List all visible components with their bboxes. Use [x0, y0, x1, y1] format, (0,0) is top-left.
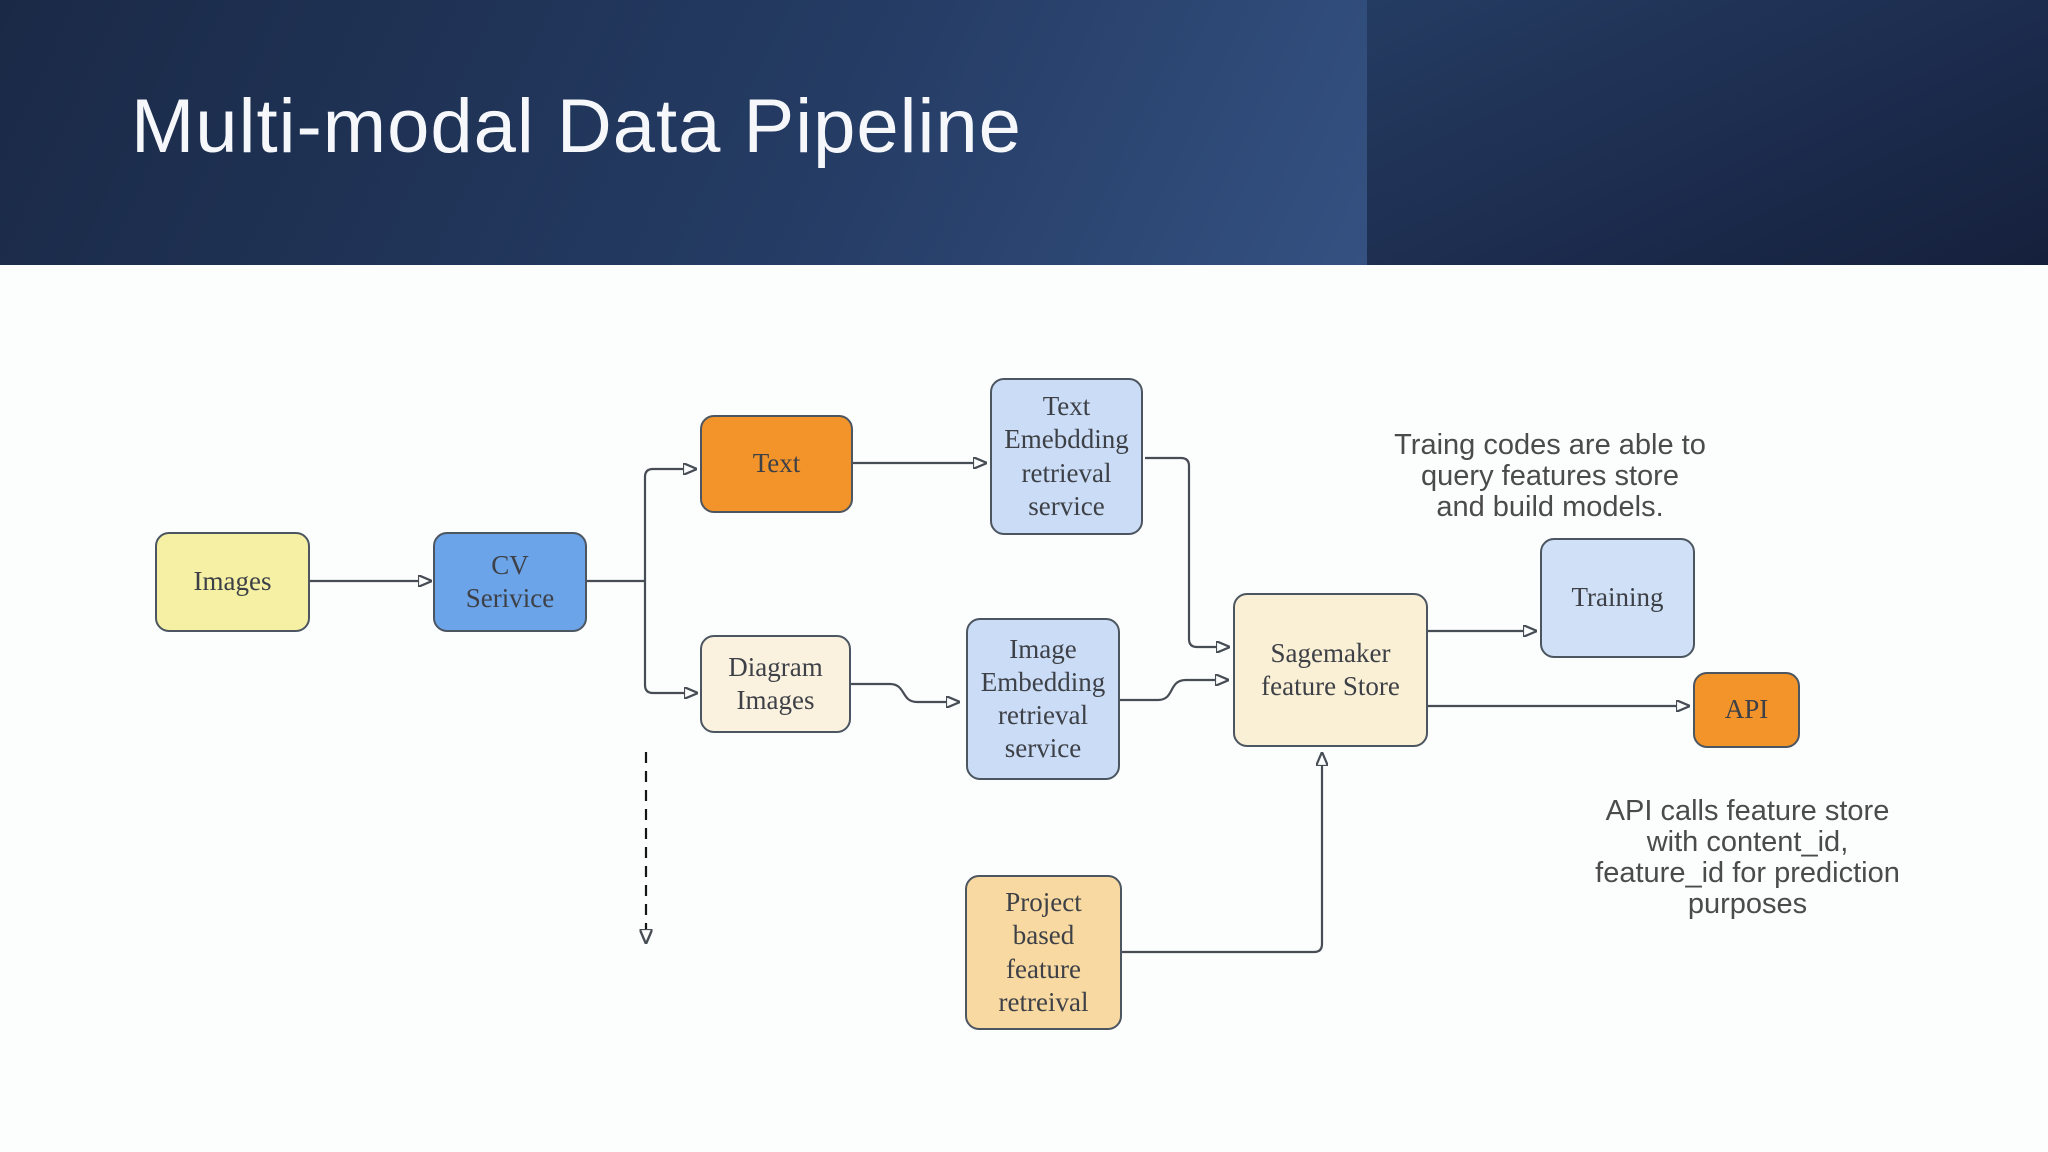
node-text: Text	[700, 415, 853, 513]
node-diagram-images: Diagram Images	[700, 635, 851, 733]
header-gradient-right	[1367, 0, 2048, 265]
slide-title: Multi-modal Data Pipeline	[131, 84, 1022, 169]
edge-diagram-images-to-image-embedding	[851, 682, 947, 702]
node-images-label: Images	[193, 566, 272, 597]
node-text-embedding-service: Text Emebdding retrieval service	[990, 378, 1143, 535]
node-text-embedding-service-label: Text Emebdding retrieval service	[1004, 391, 1129, 521]
node-cv-service: CV Serivice	[433, 532, 587, 632]
annotation-api-note: API calls feature store with content_id,…	[1595, 795, 1900, 920]
node-api-label: API	[1724, 694, 1769, 725]
edge-text-embedding-to-sagemaker	[1145, 456, 1217, 647]
annotation-training-note: Traing codes are able to query features …	[1394, 429, 1706, 523]
edge-image-embedding-to-sagemaker	[1120, 680, 1216, 702]
node-cv-service-label: CV Serivice	[465, 549, 555, 613]
node-training-label: Training	[1571, 582, 1664, 613]
edge-branch-to-diagram-images	[643, 581, 685, 693]
node-project-feature-retrieval-label: Project based feature retreival	[998, 887, 1089, 1017]
node-training: Training	[1540, 538, 1695, 658]
node-image-embedding-service-label: Image Embedding retrieval service	[980, 633, 1106, 764]
node-diagram-images-label: Diagram Images	[728, 651, 823, 715]
node-images: Images	[155, 532, 310, 632]
edge-project-to-sagemaker	[1122, 765, 1322, 954]
edge-branch-to-text	[643, 469, 684, 581]
slide-header: Multi-modal Data Pipeline	[0, 0, 2048, 265]
node-sagemaker-feature-store: Sagemaker feature Store	[1233, 593, 1428, 747]
node-project-feature-retrieval: Project based feature retreival	[965, 875, 1122, 1030]
node-text-label: Text	[752, 448, 801, 479]
node-sagemaker-feature-store-label: Sagemaker feature Store	[1261, 637, 1400, 701]
node-api: API	[1693, 672, 1800, 748]
node-image-embedding-service: Image Embedding retrieval service	[966, 618, 1120, 780]
header-gradient-left	[0, 0, 1367, 265]
